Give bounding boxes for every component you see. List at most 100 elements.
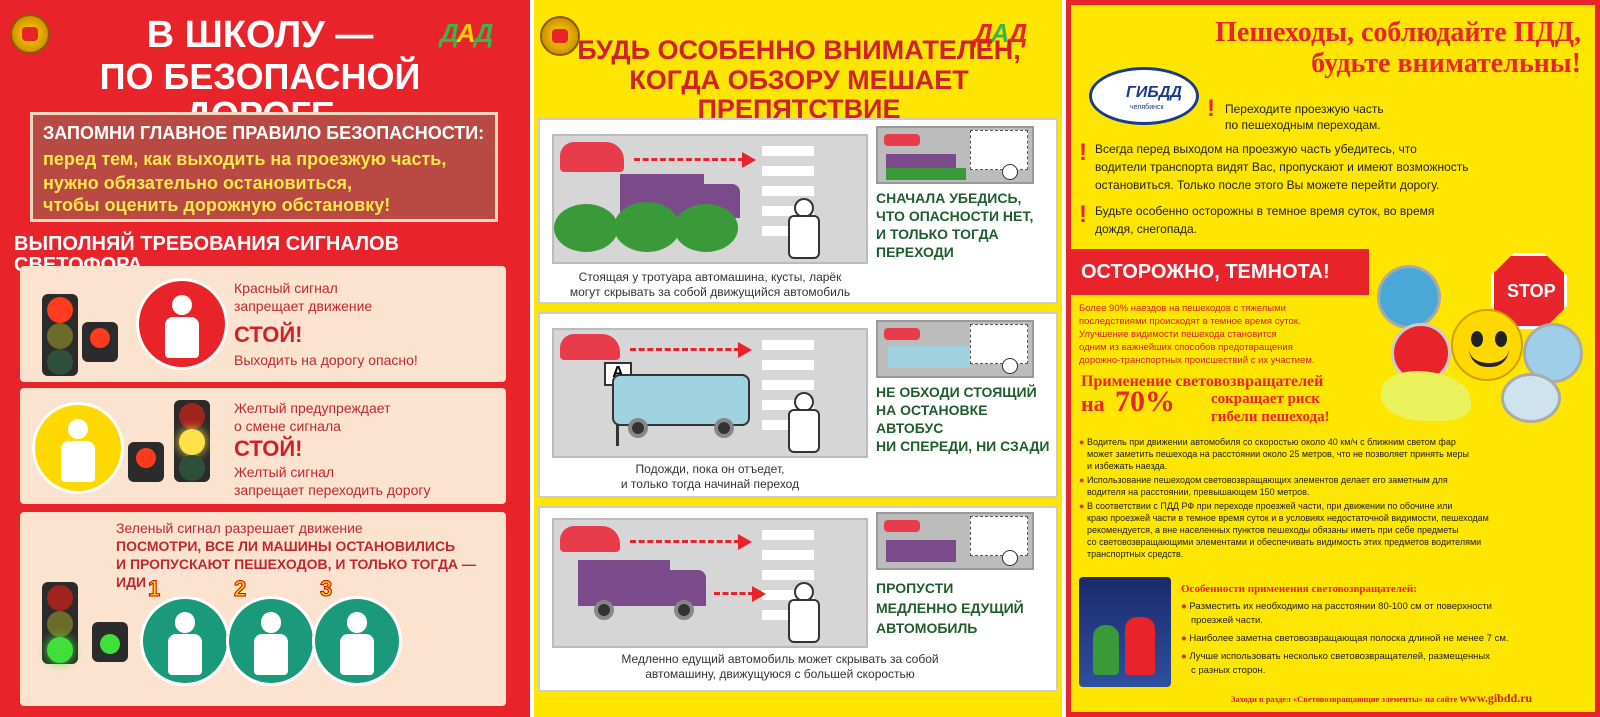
s1-advice3: И ТОЛЬКО ТОГДА xyxy=(876,226,999,242)
bullet1: ● Водитель при движении автомобиля со ск… xyxy=(1079,437,1456,447)
s3-caption-line2: автомашину, движущуюся с большей скорост… xyxy=(645,667,915,681)
scene3-inset xyxy=(876,512,1034,570)
stat-line2: последствиями происходят в темное время … xyxy=(1079,316,1301,327)
child-walk-icon xyxy=(312,596,402,686)
s1-caption: Стоящая у тротуара автомашина, кусты, ла… xyxy=(560,270,860,300)
dark-heading: ОСТОРОЖНО, ТЕМНОТА! xyxy=(1081,261,1330,283)
bullet1-line2: может заметить пешехода на расстоянии ок… xyxy=(1087,449,1470,459)
use-line2: сокращает риск xyxy=(1211,391,1320,407)
child-stop-icon xyxy=(136,278,228,370)
feature3-line2: с разных сторон. xyxy=(1191,665,1266,676)
title-line1: В ШКОЛУ — xyxy=(146,14,374,56)
footer-text: Заходи в раздел «Световозвращающие элеме… xyxy=(1231,694,1458,704)
scene2-inset xyxy=(876,320,1034,378)
scene3-illustration xyxy=(552,518,868,648)
bus-icon xyxy=(612,374,750,426)
bullet3-line2: краю проезжей части в темное время суток… xyxy=(1087,513,1489,523)
s2-advice4: НИ СПЕРЕДИ, НИ СЗАДИ xyxy=(876,438,1050,454)
s3-advice1: ПРОПУСТИ xyxy=(876,580,954,596)
truck-icon xyxy=(578,560,670,606)
use-line3: гибели пешехода! xyxy=(1211,409,1330,425)
green-text3: И ПРОПУСКАЮТ ПЕШЕХОДОВ, И ТОЛЬКО ТОГДА —… xyxy=(116,556,476,590)
dark-heading-bar: ОСТОРОЖНО, ТЕМНОТА! xyxy=(1071,249,1369,295)
bullet2-line2: водителя на расстоянии, превышающем 150 … xyxy=(1087,487,1310,497)
bullet3: ● В соответствии с ПДД РФ при переходе п… xyxy=(1079,501,1453,511)
gibdd-emblem-icon xyxy=(540,16,580,56)
gibdd-logo-sub: челябинск xyxy=(1130,104,1164,111)
s3-advice2: МЕДЛЕННО ЕДУЩИЙ xyxy=(876,600,1024,616)
rule2-line2: водители транспорта видят Вас, пропускаю… xyxy=(1095,160,1469,174)
red-text1: Красный сигнал xyxy=(234,280,338,296)
scene2-card: А НЕ ОБХОДИ СТОЯЩИЙ НА ОСТАНОВКЕ АВТОБУС… xyxy=(538,312,1058,498)
pedestrian-icon xyxy=(784,198,820,259)
bike-sign-icon xyxy=(1377,265,1441,329)
stop-sign-icon xyxy=(1491,253,1567,329)
middle-poster: ДАД БУДЬ ОСОБЕННО ВНИМАТЕЛЕН, КОГДА ОБЗО… xyxy=(534,0,1062,717)
traffic-light-icon xyxy=(42,582,78,664)
footer: Заходи в раздел «Световозвращающие элеме… xyxy=(1231,691,1532,706)
features-heading: Особенности применения световозвращателе… xyxy=(1181,583,1417,595)
arrow-icon xyxy=(634,152,756,168)
rule-line3: чтобы оценить дорожную обстановку! xyxy=(43,195,391,215)
bullet2: ● Использование пешеходом световозвращаю… xyxy=(1079,475,1448,485)
bush-icon xyxy=(554,204,618,252)
s3-advice3: АВТОМОБИЛЬ xyxy=(876,620,978,636)
left-poster: ДАД В ШКОЛУ — ПО БЕЗОПАСНОЙ ДОРОГЕ ЗАПОМ… xyxy=(0,0,530,717)
rule-line2: нужно обязательно остановиться, xyxy=(43,173,353,193)
use-pre: на xyxy=(1081,391,1105,416)
bullet3-line3: рекомендуется, а вне населенных пунктов … xyxy=(1087,525,1459,535)
right-title-line2: будьте внимательны! xyxy=(1311,48,1581,80)
arrow-icon xyxy=(630,534,752,550)
yellow-text2: о смене сигнала xyxy=(234,418,341,434)
gibdd-emblem-icon xyxy=(10,14,50,54)
dad-logo-icon: ДАД xyxy=(974,18,1027,48)
rule2-line1: Всегда перед выходом на проезжую часть у… xyxy=(1095,142,1417,156)
rule3-line2: дождя, снегопада. xyxy=(1095,222,1198,236)
red-text2: запрещает движение xyxy=(234,298,373,314)
middle-title-line2: КОГДА ОБЗОРУ МЕШАЕТ ПРЕПЯТСТВИЕ xyxy=(629,64,969,125)
scene1-illustration xyxy=(552,134,868,264)
feature1-line2: проезжей части. xyxy=(1191,615,1264,626)
s1-caption-line1: Стоящая у тротуара автомашина, кусты, ла… xyxy=(578,270,842,284)
scene3-card: ПРОПУСТИ МЕДЛЕННО ЕДУЩИЙ АВТОМОБИЛЬ Медл… xyxy=(538,506,1058,692)
night-kids-illustration xyxy=(1079,577,1171,687)
traffic-light-icon xyxy=(174,400,210,482)
car-icon xyxy=(560,334,620,360)
pedestrian-icon xyxy=(784,582,820,643)
bullet3-line5: транспортных средств. xyxy=(1087,549,1184,559)
arrow-icon xyxy=(630,342,752,358)
step-number-3: 3 xyxy=(319,576,333,602)
pedestrian-light-icon xyxy=(92,622,128,662)
s1-advice1: СНАЧАЛА УБЕДИСЬ, xyxy=(876,190,1022,206)
stat-line5: дорожно-транспортных происшествий с их у… xyxy=(1079,355,1315,366)
car-reflector-icon xyxy=(1501,373,1561,423)
rule1-line1: Переходите проезжую часть xyxy=(1225,102,1384,116)
bullet3-line4: со световозвращающими элементами и обесп… xyxy=(1087,537,1482,547)
s3-caption-line1: Медленно едущий автомобиль может скрыват… xyxy=(621,652,939,666)
s1-advice4: ПЕРЕХОДИ xyxy=(876,244,954,260)
right-title: Пешеходы, соблюдайте ПДД, будьте внимате… xyxy=(1091,17,1581,80)
red-signal-card: Красный сигнал запрещает движение СТОЙ! … xyxy=(20,266,506,382)
car-icon xyxy=(560,142,624,172)
right-poster: Пешеходы, соблюдайте ПДД, будьте внимате… xyxy=(1066,0,1600,717)
exclamation-icon: ! xyxy=(1207,95,1215,122)
traffic-light-icon xyxy=(42,294,78,376)
pedestrian-light-icon xyxy=(82,322,118,362)
yellow-text1: Желтый предупреждает xyxy=(234,400,391,416)
feature3: ● Лучше использовать несколько световозв… xyxy=(1181,651,1491,662)
green-text2: ПОСМОТРИ, ВСЕ ЛИ МАШИНЫ ОСТАНОВИЛИСЬ xyxy=(116,538,456,554)
gibdd-logo-icon: ГИБДД челябинск xyxy=(1089,67,1199,125)
feature2: ● Наиболее заметна световозвращающая пол… xyxy=(1181,633,1509,644)
feature1: ● Разместить их необходимо на расстоянии… xyxy=(1181,601,1492,612)
s1-advice2: ЧТО ОПАСНОСТИ НЕТ, xyxy=(876,208,1034,224)
yellow-signal-card: Желтый предупреждает о смене сигнала СТО… xyxy=(20,388,506,504)
scene1-inset xyxy=(876,126,1034,184)
gibdd-logo-text: ГИБДД xyxy=(1126,84,1182,101)
footer-site-link[interactable]: www.gibdd.ru xyxy=(1459,691,1533,705)
main-rule-box: ЗАПОМНИ ГЛАВНОЕ ПРАВИЛО БЕЗОПАСНОСТИ: пе… xyxy=(30,112,498,222)
smiley-icon xyxy=(1451,309,1523,381)
red-text3: Выходить на дорогу опасно! xyxy=(234,352,418,368)
stat-line3: Улучшение видимости пешехода становится xyxy=(1079,329,1277,340)
right-title-line1: Пешеходы, соблюдайте ПДД, xyxy=(1215,17,1581,48)
rule-heading: ЗАПОМНИ ГЛАВНОЕ ПРАВИЛО БЕЗОПАСНОСТИ: xyxy=(43,123,485,143)
